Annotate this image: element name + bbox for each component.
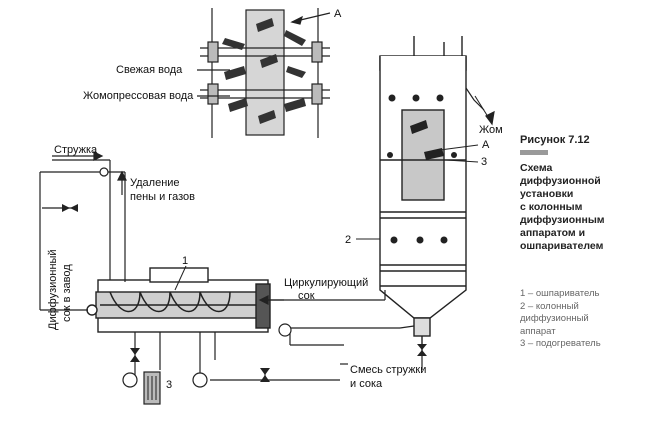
legend-line: 1 – ошпариватель	[520, 288, 600, 299]
desc-line: аппаратом и	[520, 227, 586, 239]
label-circ-1: Циркулирующий	[284, 277, 368, 289]
label-circ-2: сок	[298, 290, 315, 302]
desc-line: диффузионным	[520, 214, 605, 226]
label-mix-1: Смесь стружки	[350, 364, 426, 376]
label-fresh-water: Свежая вода	[116, 64, 183, 76]
label-foam-2: пены и газов	[130, 191, 195, 203]
label-a-column: А	[482, 139, 490, 151]
label-juice-1: Диффузионный	[47, 249, 59, 330]
legend-line: аппарат	[520, 325, 556, 337]
label-3-heater: 3	[166, 379, 172, 391]
desc-line: с колонным	[520, 201, 583, 213]
label-juice-2: сок в завод	[61, 264, 73, 322]
desc-line: диффузионной	[520, 175, 601, 187]
pumps	[122, 323, 292, 388]
detail-view-a	[200, 8, 331, 138]
figure-legend: 1 – ошпариватель 2 – колонный диффузионн…	[520, 288, 640, 351]
label-mix-2: и сока	[350, 378, 383, 390]
label-1: 1	[182, 255, 188, 267]
arrows	[52, 95, 495, 365]
valves	[62, 204, 427, 382]
pipes	[39, 159, 423, 381]
label-a-top: А	[334, 8, 342, 20]
figure-description: Схема диффузионной установки с колонным …	[520, 162, 630, 253]
scalder	[86, 267, 271, 333]
label-2-column: 2	[345, 234, 351, 246]
column-blades	[410, 120, 444, 160]
label-chips: Стружка	[54, 144, 98, 156]
column-apparatus	[379, 36, 485, 356]
label-3-column: 3	[481, 156, 487, 168]
legend-line: 3 – подогреватель	[520, 338, 601, 349]
heater-3	[143, 371, 161, 405]
label-pulp: Жом	[479, 124, 503, 136]
legend-line: 2 – колонный	[520, 300, 579, 312]
label-foam-1: Удаление	[130, 177, 180, 189]
legend-line: диффузионный	[520, 313, 589, 324]
desc-line: установки	[520, 188, 574, 200]
desc-line: ошпаривателем	[520, 240, 604, 252]
caption-divider	[520, 150, 548, 155]
label-press-water: Жомопрессовая вода	[83, 90, 194, 102]
figure-title: Рисунок 7.12	[520, 134, 590, 146]
column-ports	[387, 94, 457, 244]
desc-line: Схема	[520, 162, 553, 174]
